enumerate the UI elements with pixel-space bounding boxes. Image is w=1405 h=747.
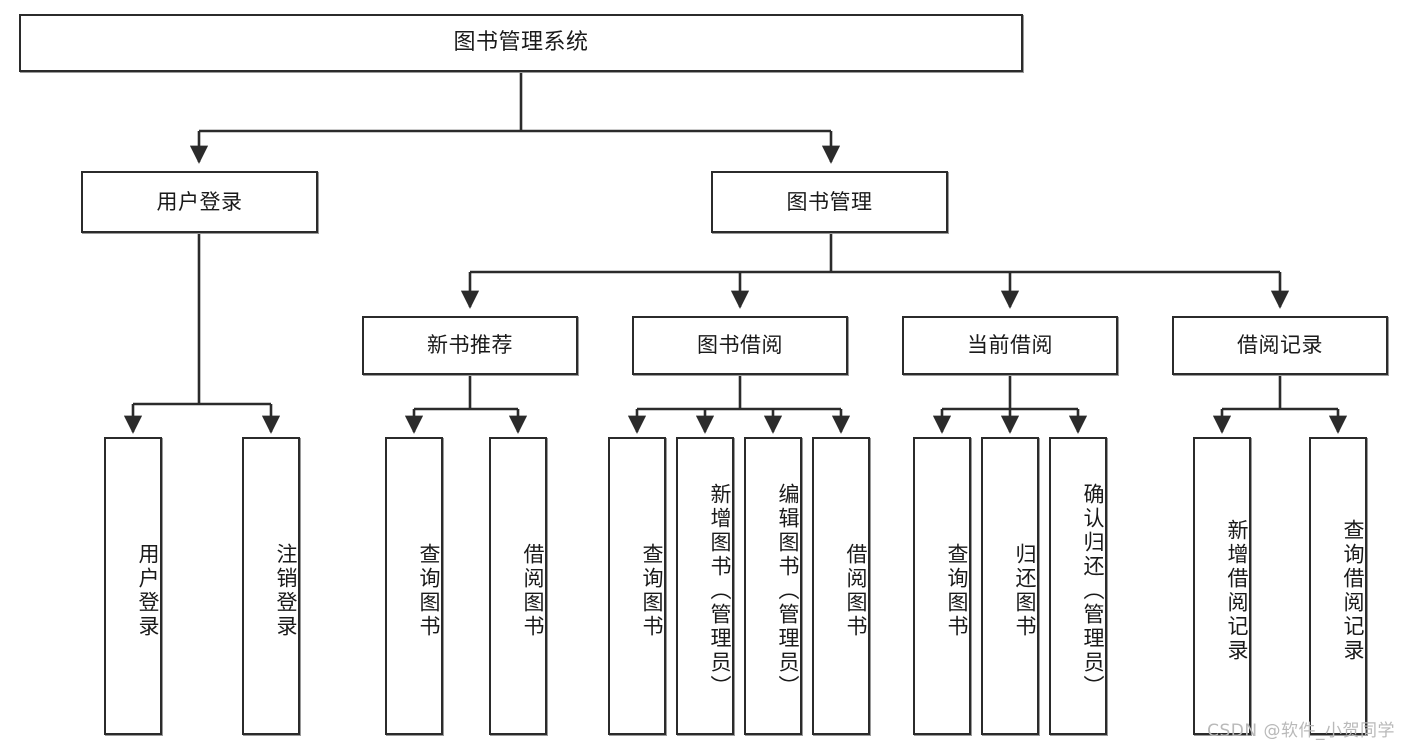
node-leaf-query-record[interactable]: 查询借阅记录 bbox=[1309, 437, 1367, 735]
node-leaf-add-book[interactable]: 新增图书（管理员） bbox=[676, 437, 734, 735]
node-leaf-borrow-book-2-label: 借阅图书 bbox=[844, 543, 868, 639]
node-leaf-query-book-3[interactable]: 查询图书 bbox=[913, 437, 971, 735]
node-user-login[interactable]: 用户登录 bbox=[81, 171, 318, 233]
node-current-borrow[interactable]: 当前借阅 bbox=[902, 316, 1118, 375]
node-leaf-edit-book-label: 编辑图书（管理员） bbox=[776, 483, 800, 699]
node-book-manage[interactable]: 图书管理 bbox=[711, 171, 948, 233]
node-leaf-logout-label: 注销登录 bbox=[274, 543, 298, 639]
node-leaf-add-record[interactable]: 新增借阅记录 bbox=[1193, 437, 1251, 735]
node-book-borrow-label: 图书借阅 bbox=[697, 333, 783, 358]
node-leaf-borrow-book-2[interactable]: 借阅图书 bbox=[812, 437, 870, 735]
node-leaf-edit-book[interactable]: 编辑图书（管理员） bbox=[744, 437, 802, 735]
node-leaf-borrow-book-1[interactable]: 借阅图书 bbox=[489, 437, 547, 735]
node-user-login-label: 用户登录 bbox=[156, 189, 243, 214]
node-leaf-query-book-2[interactable]: 查询图书 bbox=[608, 437, 666, 735]
node-leaf-user-login-label: 用户登录 bbox=[136, 543, 160, 639]
node-borrow-record[interactable]: 借阅记录 bbox=[1172, 316, 1388, 375]
node-current-borrow-label: 当前借阅 bbox=[967, 333, 1053, 358]
node-borrow-record-label: 借阅记录 bbox=[1237, 333, 1323, 358]
node-leaf-return-book-label: 归还图书 bbox=[1013, 543, 1037, 639]
node-leaf-query-book-3-label: 查询图书 bbox=[945, 543, 969, 639]
node-leaf-user-login[interactable]: 用户登录 bbox=[104, 437, 162, 735]
node-leaf-query-book-1-label: 查询图书 bbox=[417, 543, 441, 639]
node-book-borrow[interactable]: 图书借阅 bbox=[632, 316, 848, 375]
node-leaf-logout[interactable]: 注销登录 bbox=[242, 437, 300, 735]
node-leaf-query-book-2-label: 查询图书 bbox=[640, 543, 664, 639]
node-leaf-query-book-1[interactable]: 查询图书 bbox=[385, 437, 443, 735]
node-root[interactable]: 图书管理系统 bbox=[19, 14, 1023, 72]
node-leaf-confirm-return[interactable]: 确认归还（管理员） bbox=[1049, 437, 1107, 735]
node-leaf-confirm-return-label: 确认归还（管理员） bbox=[1081, 483, 1105, 699]
watermark: CSDN @软件_小贺同学 bbox=[1207, 721, 1395, 741]
node-new-book-recommend[interactable]: 新书推荐 bbox=[362, 316, 578, 375]
node-leaf-query-record-label: 查询借阅记录 bbox=[1341, 519, 1365, 663]
node-leaf-add-record-label: 新增借阅记录 bbox=[1225, 519, 1249, 663]
node-leaf-add-book-label: 新增图书（管理员） bbox=[708, 483, 732, 699]
node-new-book-recommend-label: 新书推荐 bbox=[427, 333, 513, 358]
node-root-label: 图书管理系统 bbox=[453, 30, 589, 56]
node-leaf-return-book[interactable]: 归还图书 bbox=[981, 437, 1039, 735]
node-book-manage-label: 图书管理 bbox=[786, 189, 873, 214]
node-leaf-borrow-book-1-label: 借阅图书 bbox=[521, 543, 545, 639]
